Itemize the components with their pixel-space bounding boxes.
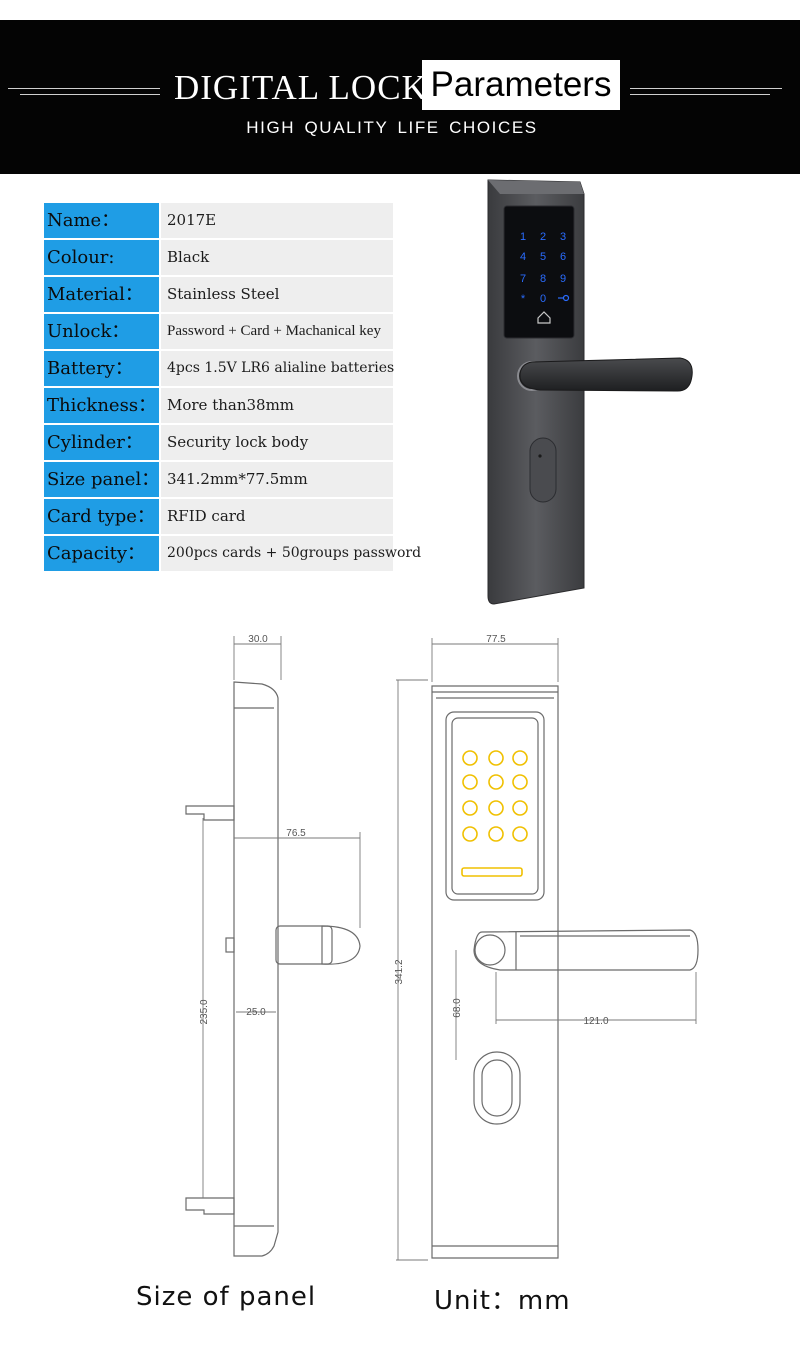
keypad-digits: 1 2 3 4 5 6 7 8 9 * 0 — [520, 231, 566, 305]
front-keyhole — [473, 1051, 521, 1125]
front-handle — [473, 929, 699, 971]
side-handle-spindle — [275, 925, 333, 965]
spec-label: Name： — [44, 203, 159, 238]
spec-label: Colour: — [44, 240, 159, 275]
keypad-key: 3 — [560, 231, 566, 243]
dim-handle-length: 121.0 — [583, 1016, 608, 1027]
spec-label: Cylinder： — [44, 425, 159, 460]
keypad-key: 5 — [540, 251, 546, 263]
banner-divider-left — [8, 88, 160, 89]
keypad-screen — [503, 205, 575, 339]
dim-handle-height: 68.0 — [452, 998, 463, 1018]
dim-side-height: 235.0 — [199, 999, 210, 1024]
dim-side-depth: 76.5 — [286, 828, 306, 839]
spec-value: Stainless Steel — [161, 277, 393, 312]
keypad-key: 2 — [540, 231, 546, 243]
banner-highlight: Parameters — [422, 60, 620, 110]
latch-bolt-bottom — [185, 1197, 235, 1215]
spec-value: More than38mm — [161, 388, 393, 423]
spec-label: Card type： — [44, 499, 159, 534]
latch-bolt-top — [185, 805, 235, 821]
banner-divider-left-2 — [20, 94, 160, 95]
keypad-key: 6 — [560, 251, 566, 263]
banner-divider-right — [630, 88, 782, 89]
front-keypad-buttons — [461, 750, 528, 877]
spec-value: Black — [161, 240, 393, 275]
caption-unit: Unit：mm — [434, 1286, 571, 1316]
lock-product-image: 1 2 3 4 5 6 7 8 9 * 0 — [487, 179, 693, 605]
spec-label: Capacity： — [44, 536, 159, 571]
keyhole-cover — [529, 437, 557, 503]
spec-value: 200pcs cards + 50groups password — [161, 536, 421, 571]
spec-label: Size panel： — [44, 462, 159, 497]
spec-label: Thickness： — [44, 388, 159, 423]
banner-subtitle: HIGH QUALITY LIFE CHOICES — [246, 118, 538, 137]
spec-label: Unlock： — [44, 314, 159, 349]
keypad-key: 9 — [560, 273, 566, 285]
keypad-key: 8 — [540, 273, 546, 285]
front-view-outline — [431, 685, 559, 1259]
side-view-outline — [233, 681, 279, 1257]
keypad-key: 4 — [520, 251, 526, 263]
dim-side-thickness: 30.0 — [248, 634, 268, 645]
door-handle — [519, 357, 693, 392]
spec-value: 2017E — [161, 203, 393, 238]
spec-value: 341.2mm*77.5mm — [161, 462, 393, 497]
keypad-key: 7 — [520, 273, 526, 285]
key-icon — [558, 294, 570, 302]
banner-title: DIGITAL LOCK — [174, 68, 428, 107]
spec-label: Battery： — [44, 351, 159, 386]
spec-value: RFID card — [161, 499, 393, 534]
spec-value: Security lock body — [161, 425, 393, 460]
technical-drawing: 30.0 76.5 25.0 235.0 — [185, 634, 699, 1261]
dim-front-height: 341.2 — [394, 959, 405, 984]
caption-size-of-panel: Size of panel — [136, 1282, 317, 1312]
banner-divider-right-2 — [630, 94, 770, 95]
spec-value: 4pcs 1.5V LR6 alialine batteries — [161, 351, 394, 386]
front-keypad-panel — [445, 711, 545, 901]
dim-side-offset: 25.0 — [246, 1007, 266, 1018]
keypad-key: 1 — [520, 231, 526, 243]
keypad-key: 0 — [540, 293, 546, 305]
dim-front-width: 77.5 — [486, 634, 506, 645]
spec-value: Password + Card + Machanical key — [161, 314, 393, 349]
header-banner: DIGITAL LOCK Parameters HIGH QUALITY LIF… — [0, 20, 800, 174]
keypad-key: * — [521, 293, 526, 305]
spec-label: Material： — [44, 277, 159, 312]
home-icon — [537, 311, 551, 324]
